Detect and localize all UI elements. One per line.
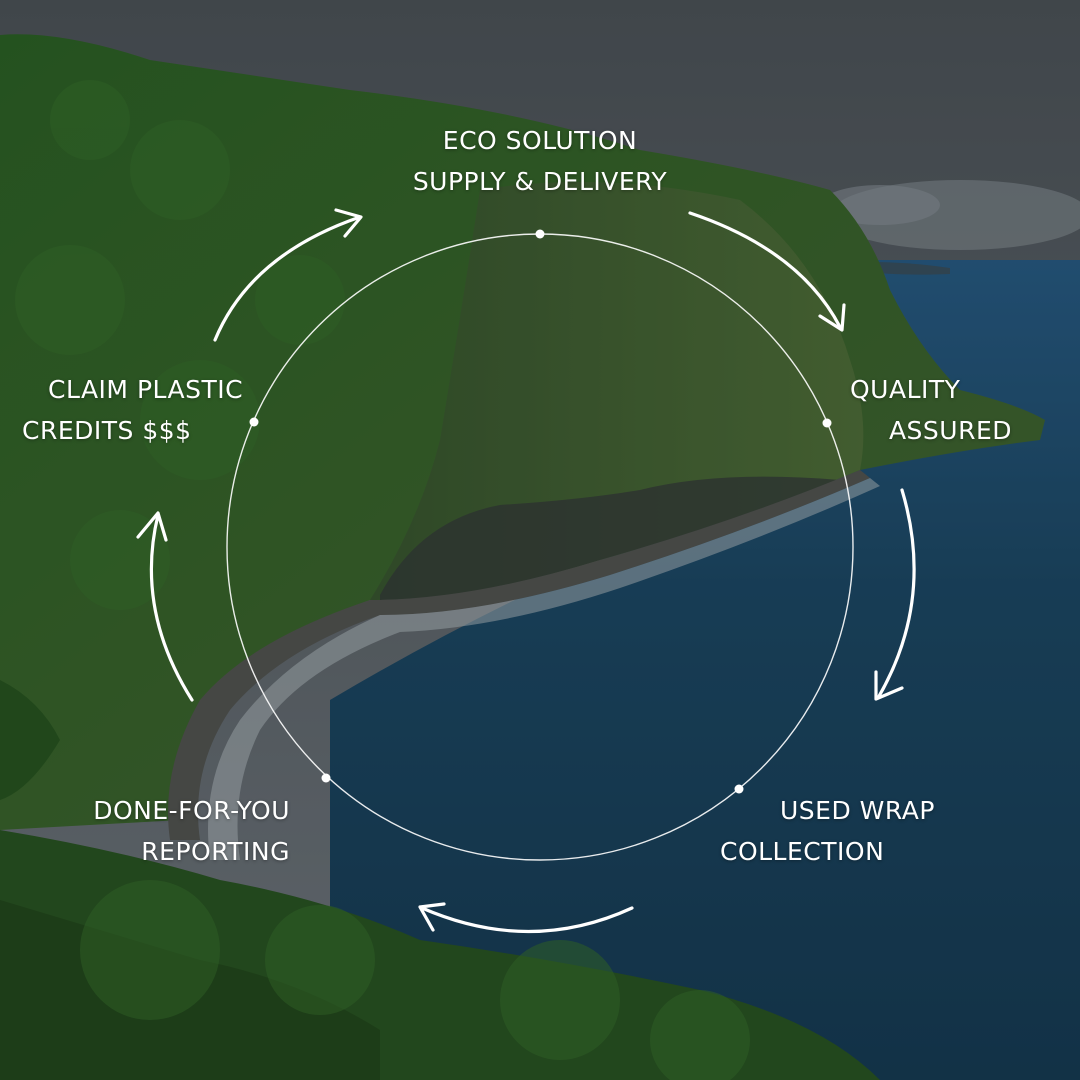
node-eco-solution [535,229,545,239]
step-label-eco-solution: ECO SOLUTION SUPPLY & DELIVERY [394,120,686,202]
step-line: CREDITS $$$ [22,416,192,445]
step-line: USED WRAP [780,796,935,825]
step-line: ASSURED [888,416,1012,445]
step-line: CLAIM PLASTIC [48,375,244,404]
step-line: COLLECTION [720,837,885,866]
arrow-to-plastic-credits-icon [136,511,194,702]
step-label-reporting: DONE-FOR-YOU REPORTING [50,790,290,872]
arrow-to-used-wrap-icon [874,488,916,701]
step-line: ECO SOLUTION [442,126,638,155]
step-label-used-wrap: USED WRAP COLLECTION [720,790,960,872]
step-line: SUPPLY & DELIVERY [412,167,668,196]
step-label-plastic-credits: CLAIM PLASTIC CREDITS $$$ [22,369,262,451]
step-line: DONE-FOR-YOU [93,796,290,825]
cycle-ring [226,233,854,861]
node-reporting [321,773,331,783]
arrow-to-eco-solution-icon [213,208,363,342]
node-plastic-credits [249,417,259,427]
arrow-to-quality-icon [688,211,846,332]
node-used-wrap [734,784,744,794]
node-quality-assured [822,418,832,428]
step-line: REPORTING [141,837,290,866]
arrow-to-reporting-icon [418,902,634,933]
step-label-quality-assured: QUALITY ASSURED [820,369,1012,451]
step-line: QUALITY [850,375,961,404]
